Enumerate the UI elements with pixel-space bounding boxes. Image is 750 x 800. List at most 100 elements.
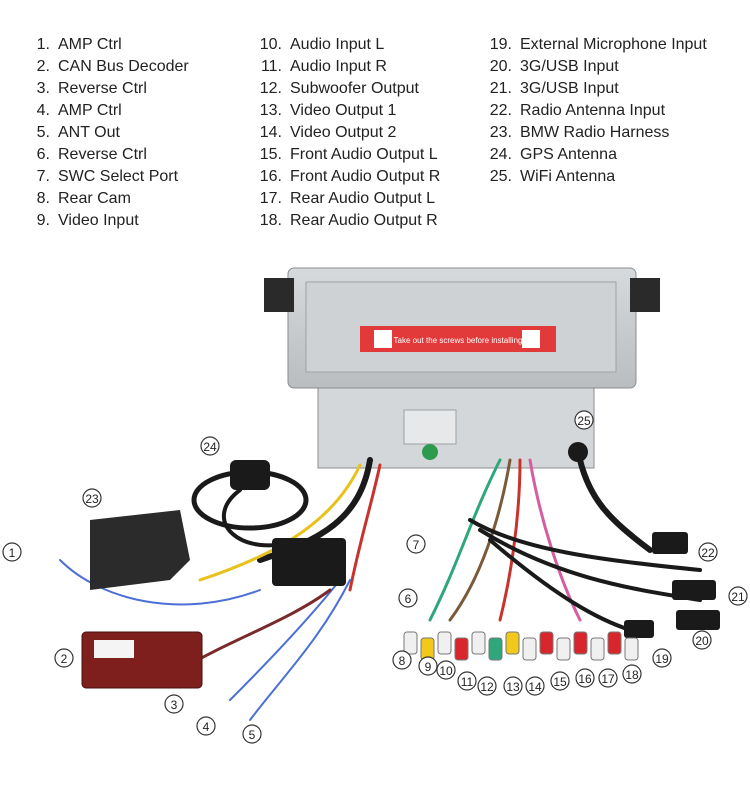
legend-item: 7. SWC Select Port: [34, 166, 189, 188]
legend-label: GPS Antenna: [520, 146, 617, 163]
callout-18: 18: [622, 664, 642, 684]
legend-number: 4.: [36, 102, 50, 119]
callout-11: 11: [457, 671, 477, 691]
callout-label: 3: [171, 698, 178, 712]
callout-4: 4: [196, 716, 216, 736]
legend-number: 13.: [259, 102, 282, 119]
legend-label: Rear Cam: [58, 190, 131, 207]
callout-label: 24: [203, 440, 217, 454]
legend-label: Front Audio Output R: [290, 168, 441, 185]
legend-item: 18.Rear Audio Output R: [258, 210, 440, 232]
legend-number: 3.: [36, 80, 50, 97]
legend-label: Video Output 2: [290, 124, 397, 141]
callout-24: 24: [200, 436, 220, 456]
legend-item: 6.Reverse Ctrl: [34, 144, 189, 166]
callout-20: 20: [692, 630, 712, 650]
legend-number: 2.: [36, 58, 50, 75]
legend-number: 7.: [36, 168, 50, 185]
legend-item: 9.Video Input: [34, 210, 189, 232]
callout-22: 22: [698, 542, 718, 562]
callout-label: 25: [577, 414, 591, 428]
rca-plug: [556, 637, 571, 661]
legend-label: BMW Radio Harness: [520, 124, 670, 141]
callout-12: 12: [477, 676, 497, 696]
callout-label: 9: [425, 660, 432, 674]
callout-label: 18: [625, 668, 639, 682]
bmw-radio-harness: [90, 510, 190, 590]
legend-label: Audio Input R: [290, 58, 387, 75]
callout-label: 14: [528, 680, 542, 694]
legend-number: 5.: [36, 124, 50, 141]
callout-8: 8: [392, 650, 412, 670]
warning-sticker-text: Take out the screws before installing: [394, 336, 523, 345]
callout-16: 16: [575, 668, 595, 688]
legend-item: 8. Rear Cam: [34, 188, 189, 210]
legend-item: 15.Front Audio Output L: [258, 144, 440, 166]
legend-number: 12.: [259, 80, 282, 97]
rca-plug: [505, 631, 520, 655]
legend-item: 14. Video Output 2: [258, 122, 440, 144]
callout-label: 22: [701, 546, 715, 560]
callout-25: 25: [574, 410, 594, 430]
rca-plug: [437, 631, 452, 655]
legend-item: 24.GPS Antenna: [488, 144, 707, 166]
legend-number: 19.: [489, 36, 512, 53]
legend-number: 17.: [259, 190, 282, 207]
legend-label: SWC Select Port: [58, 168, 179, 185]
legend-number: 14.: [259, 124, 282, 141]
legend-label: 3G/USB Input: [520, 80, 619, 97]
legend-item: 3. Reverse Ctrl: [34, 78, 189, 100]
legend-item: 1.AMP Ctrl: [34, 34, 189, 56]
callout-13: 13: [503, 676, 523, 696]
rca-plug: [403, 631, 418, 655]
callout-17: 17: [598, 668, 618, 688]
usb-ports: [624, 532, 720, 638]
callout-15: 15: [550, 671, 570, 691]
legend-item: 13. Video Output 1: [258, 100, 440, 122]
callout-9: 9: [418, 656, 438, 676]
rca-plug: [539, 631, 554, 655]
callout-10: 10: [436, 660, 456, 680]
legend-label: AMP Ctrl: [58, 102, 122, 119]
callout-label: 23: [85, 492, 99, 506]
legend-number: 9.: [36, 212, 50, 229]
legend-label: ANT Out: [58, 124, 120, 141]
gps-antenna: [191, 460, 309, 531]
rca-plug: [624, 637, 639, 661]
rca-plug: [590, 637, 605, 661]
callout-label: 12: [480, 680, 494, 694]
legend-number: 1.: [36, 36, 50, 53]
callout-label: 17: [601, 672, 615, 686]
legend-item: 5. ANT Out: [34, 122, 189, 144]
wiring-diagram: Take out the screws before installing: [2, 267, 748, 744]
callout-label: 15: [553, 675, 567, 689]
callout-label: 20: [695, 634, 709, 648]
legend-label: Reverse Ctrl: [58, 80, 147, 97]
callout-label: 16: [578, 672, 592, 686]
callout-7: 7: [406, 534, 426, 554]
legend-number: 25.: [489, 168, 512, 185]
callout-3: 3: [164, 694, 184, 714]
callout-label: 5: [249, 728, 256, 742]
rca-plug: [454, 637, 469, 661]
rca-plug: [607, 631, 622, 655]
filter-box: [272, 538, 346, 586]
callout-21: 21: [728, 586, 748, 606]
legend-item: 4. AMP Ctrl: [34, 100, 189, 122]
can-bus-decoder: [81, 631, 203, 689]
callout-label: 10: [439, 664, 453, 678]
legend-number: 8.: [36, 190, 50, 207]
legend-label: Radio Antenna Input: [520, 102, 666, 119]
legend-item: 2.CAN Bus Decoder: [34, 56, 189, 78]
callout-2: 2: [54, 648, 74, 668]
callout-label: 2: [61, 652, 68, 666]
legend-item: 16.Front Audio Output R: [258, 166, 441, 188]
legend-number: 20.: [489, 58, 512, 75]
legend-item: 11.Audio Input R: [258, 56, 440, 78]
legend-label: Rear Audio Output L: [290, 190, 435, 207]
legend-item: 10.Audio Input L: [258, 34, 440, 56]
legend-label: Video Output 1: [290, 102, 397, 119]
callout-19: 19: [652, 648, 672, 668]
rca-plug: [488, 637, 503, 661]
